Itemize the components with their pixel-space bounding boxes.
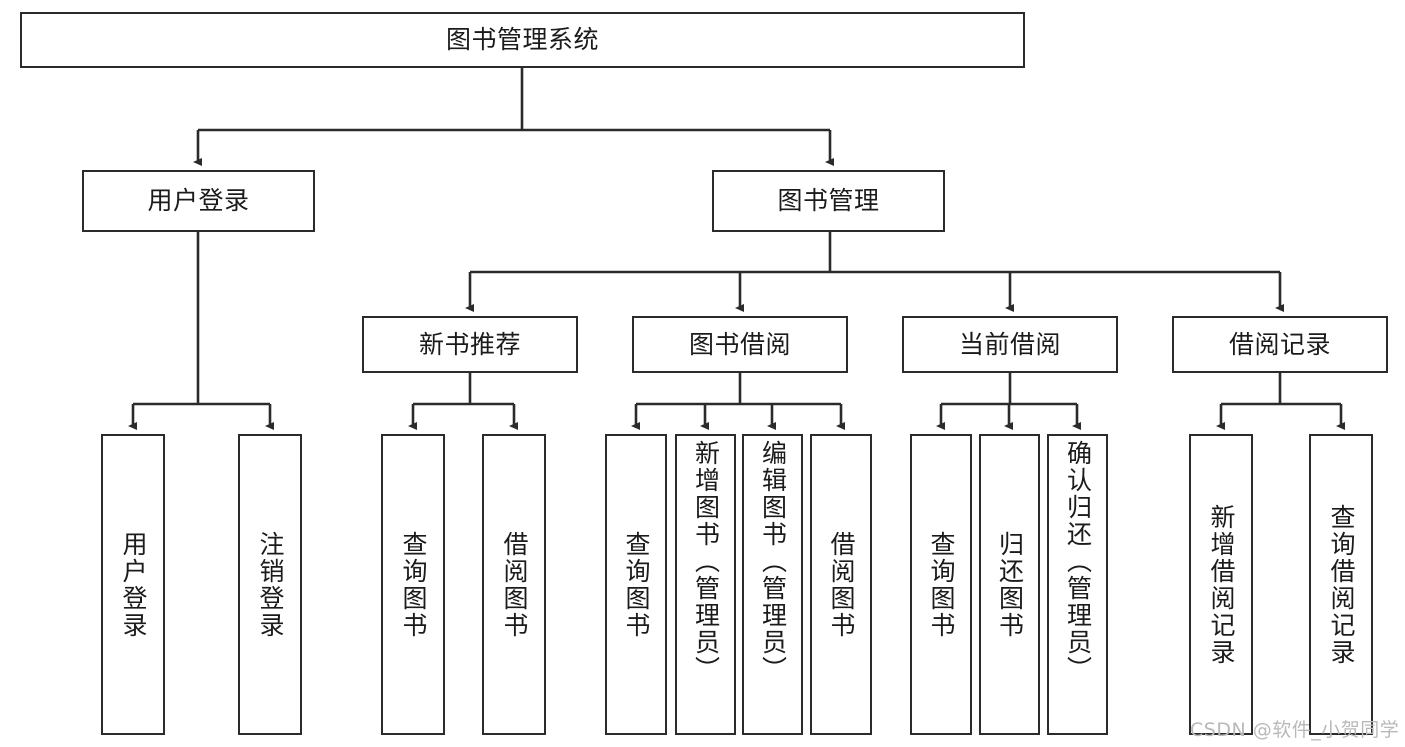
node-label: 用户登录 bbox=[147, 186, 250, 216]
node-leaf-borrow-book-new[interactable]: 借阅图书 bbox=[482, 434, 546, 735]
node-book-borrow[interactable]: 图书借阅 bbox=[632, 316, 848, 373]
node-label: 新增图书（管理员） bbox=[691, 440, 721, 683]
node-label: 查询图书 bbox=[622, 530, 651, 639]
node-leaf-query-book-current[interactable]: 查询图书 bbox=[910, 434, 972, 735]
node-leaf-confirm-return-admin[interactable]: 确认归还（管理员） bbox=[1047, 434, 1108, 735]
node-label: 用户登录 bbox=[119, 530, 148, 639]
node-leaf-edit-book-admin[interactable]: 编辑图书（管理员） bbox=[742, 434, 803, 735]
node-label: 新书推荐 bbox=[418, 329, 521, 359]
csdn-watermark: CSDN @软件_小贺同学 bbox=[1190, 719, 1400, 741]
node-leaf-add-borrow-record[interactable]: 新增借阅记录 bbox=[1189, 434, 1253, 735]
node-root-book-management-system[interactable]: 图书管理系统 bbox=[20, 12, 1025, 68]
node-leaf-return-book[interactable]: 归还图书 bbox=[979, 434, 1040, 735]
node-label: 图书管理 bbox=[777, 186, 880, 216]
node-label: 注销登录 bbox=[256, 530, 285, 639]
node-label: 新增借阅记录 bbox=[1207, 503, 1236, 666]
node-label: 查询图书 bbox=[927, 530, 956, 639]
node-book-management[interactable]: 图书管理 bbox=[712, 170, 945, 232]
node-label: 查询图书 bbox=[399, 530, 428, 639]
node-leaf-query-borrow-record[interactable]: 查询借阅记录 bbox=[1309, 434, 1373, 735]
node-label: 图书借阅 bbox=[688, 329, 791, 359]
node-label: 编辑图书（管理员） bbox=[758, 440, 788, 683]
node-leaf-borrow-book[interactable]: 借阅图书 bbox=[810, 434, 872, 735]
node-leaf-add-book-admin[interactable]: 新增图书（管理员） bbox=[675, 434, 736, 735]
node-current-borrow[interactable]: 当前借阅 bbox=[902, 316, 1118, 373]
node-label: 确认归还（管理员） bbox=[1063, 440, 1093, 683]
node-new-book-recommend[interactable]: 新书推荐 bbox=[362, 316, 578, 373]
node-label: 归还图书 bbox=[995, 530, 1025, 639]
node-leaf-logout[interactable]: 注销登录 bbox=[238, 434, 302, 735]
node-leaf-user-login[interactable]: 用户登录 bbox=[101, 434, 165, 735]
node-label: 查询借阅记录 bbox=[1327, 503, 1356, 666]
node-borrow-records[interactable]: 借阅记录 bbox=[1172, 316, 1388, 373]
node-label: 借阅图书 bbox=[827, 530, 856, 639]
node-label: 借阅图书 bbox=[500, 530, 529, 639]
node-leaf-query-book-borrow[interactable]: 查询图书 bbox=[605, 434, 667, 735]
node-leaf-query-book-new[interactable]: 查询图书 bbox=[381, 434, 445, 735]
node-label: 当前借阅 bbox=[958, 329, 1061, 359]
node-label: 图书管理系统 bbox=[445, 25, 599, 55]
node-label: 借阅记录 bbox=[1228, 329, 1331, 359]
node-user-login[interactable]: 用户登录 bbox=[82, 170, 315, 232]
